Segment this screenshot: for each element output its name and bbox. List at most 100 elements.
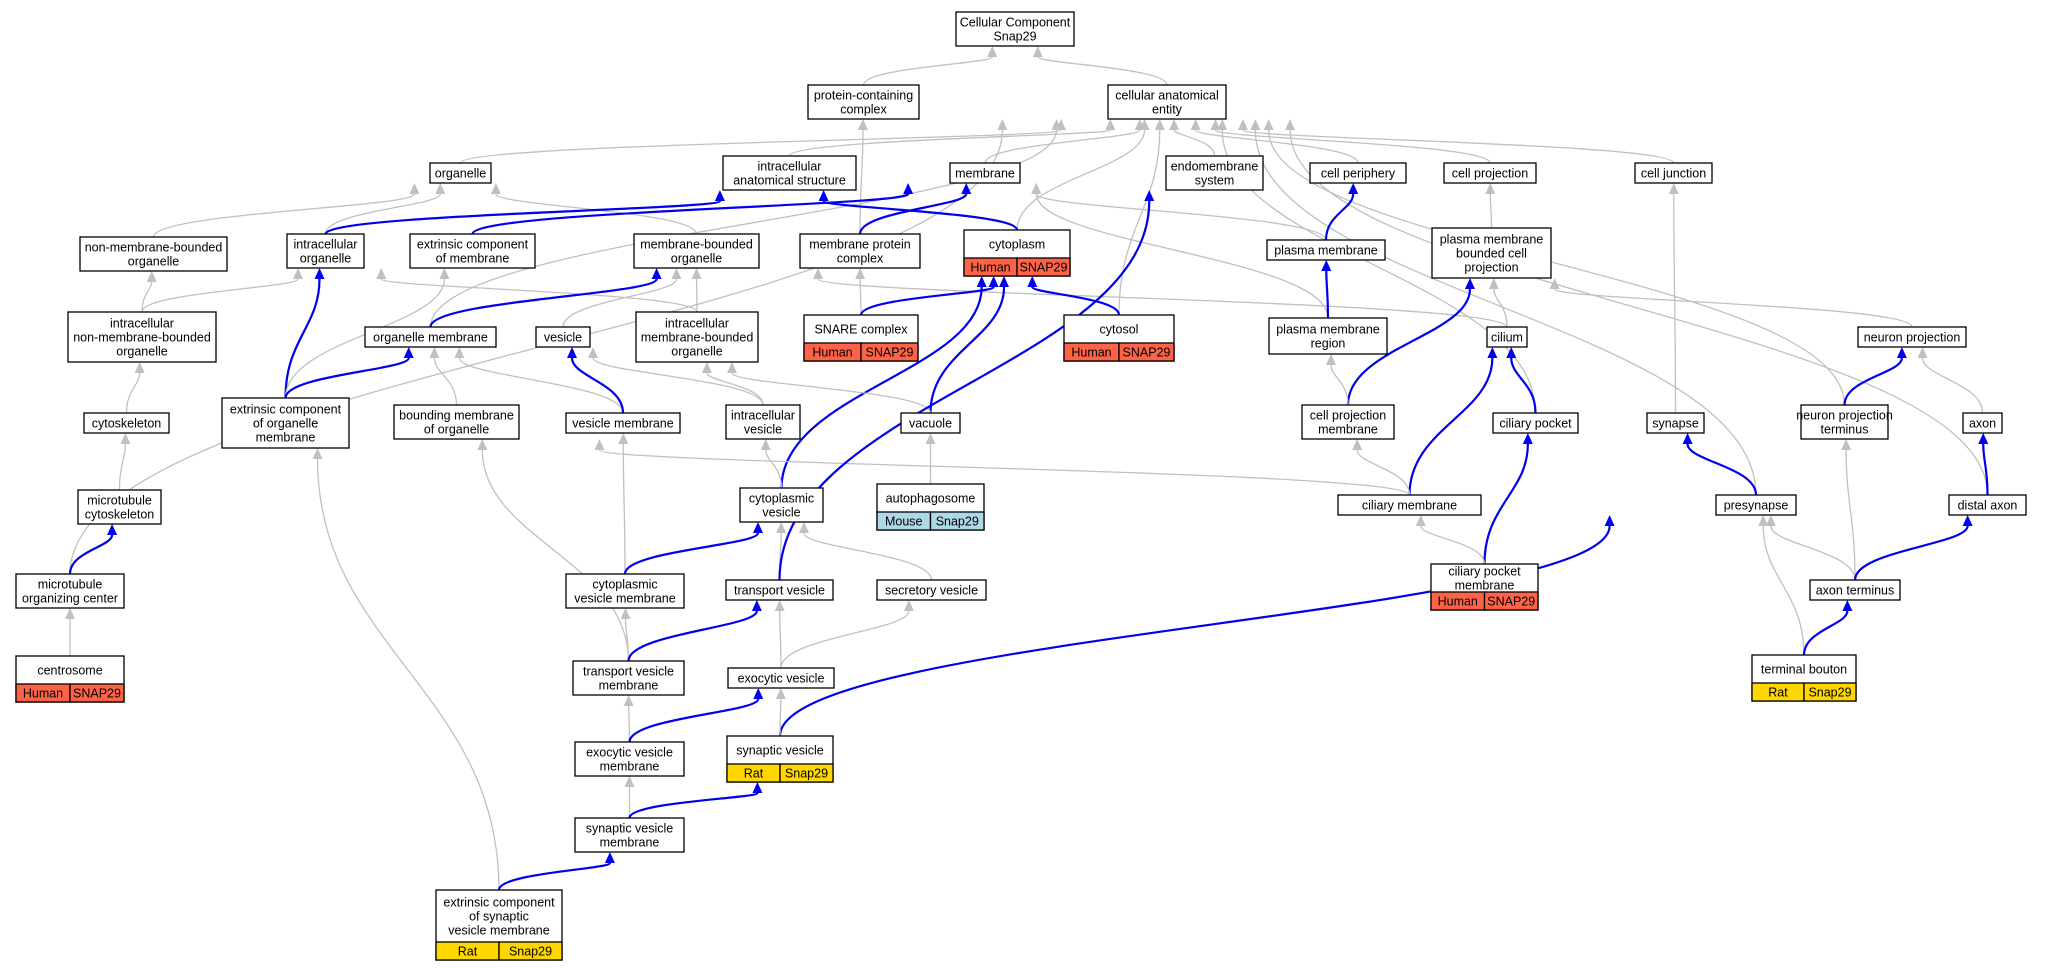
edge-line [497, 861, 612, 891]
arrowhead-icon [1321, 260, 1332, 271]
node-label: complex [840, 103, 887, 117]
node-presynapse[interactable]: presynapse [1715, 494, 1797, 516]
node-at[interactable]: axon terminus [1809, 579, 1901, 601]
node-tv[interactable]: transport vesicle [725, 579, 834, 601]
edge-line [858, 193, 968, 235]
node-vesicle[interactable]: vesicle [535, 326, 591, 348]
edge-line [622, 443, 626, 575]
arrowhead-icon [1031, 183, 1042, 194]
edge-line [316, 458, 500, 891]
edge-line [929, 286, 1006, 414]
node-cilium[interactable]: cilium [1486, 326, 1528, 348]
node-sv[interactable]: secretory vesicle [876, 579, 987, 601]
edge-cv-to-iv [760, 439, 783, 489]
node-box [67, 311, 217, 363]
node-label: neuron projection [1864, 331, 1961, 345]
node-label: protein-containing [814, 89, 913, 103]
node-pm[interactable]: plasma membrane [1266, 239, 1386, 261]
edge-line [1330, 364, 1349, 406]
node-inmbo[interactable]: intracellularnon-membrane-boundedorganel… [67, 311, 217, 363]
arrowhead-icon [1488, 278, 1499, 289]
node-vm[interactable]: vesicle membrane [565, 412, 681, 434]
node-synapse[interactable]: synapse [1646, 412, 1705, 434]
arrowhead-icon [134, 362, 145, 373]
node-organelle[interactable]: organelle [429, 162, 492, 184]
node-np[interactable]: neuron projection [1857, 326, 1967, 348]
arrowhead-icon [903, 600, 914, 611]
edge-line [68, 534, 114, 575]
edge-synv-to-ev [775, 688, 786, 737]
gene-label: SNAP29 [866, 346, 914, 360]
arrowhead-icon [751, 600, 762, 611]
edge-pm-to-membrane [1031, 183, 1327, 241]
node-daxon[interactable]: distal axon [1948, 494, 2027, 516]
node-cm[interactable]: ciliary membrane [1337, 494, 1482, 516]
node-ev[interactable]: exocytic vesicle [727, 667, 835, 689]
gene-cell [929, 511, 985, 531]
node-label: centrosome [37, 664, 102, 678]
edge-line [141, 281, 153, 313]
node-cproj[interactable]: cell projection [1443, 162, 1537, 184]
node-box [900, 412, 961, 434]
node-cpocket[interactable]: ciliary pocket [1492, 412, 1579, 434]
node-axon[interactable]: axon [1962, 412, 2003, 434]
edge-line [1118, 129, 1161, 316]
arrowhead-icon [691, 268, 702, 279]
edge-iv-to-imbo [701, 362, 764, 406]
edge-cytosol-to-cytoplasm [1027, 276, 1121, 316]
node-cytoskeleton[interactable]: cytoskeleton [83, 412, 170, 434]
node-om[interactable]: organelle membrane [364, 326, 497, 348]
edge-line [152, 193, 416, 238]
node-cjunc[interactable]: cell junction [1634, 162, 1713, 184]
node-cperiph[interactable]: cell periphery [1309, 162, 1407, 184]
node-label: cellular anatomical [1115, 89, 1219, 103]
node-vacuole[interactable]: vacuole [900, 412, 961, 434]
edge-cytoskeleton-to-inmbo [125, 362, 145, 414]
edge-line [1408, 357, 1494, 496]
gene-label: SNAP29 [1123, 346, 1171, 360]
arrowhead-icon [671, 268, 682, 279]
edge-cilium-to-mbo [813, 268, 1508, 328]
node-membrane[interactable]: membrane [949, 162, 1021, 184]
edge-tvm-to-cvm [620, 608, 631, 662]
node-label: endomembrane [1171, 160, 1259, 174]
arrowhead-icon [403, 347, 414, 358]
edge-line [780, 610, 910, 669]
arrowhead-icon [1758, 515, 1769, 526]
node-box [876, 579, 987, 601]
